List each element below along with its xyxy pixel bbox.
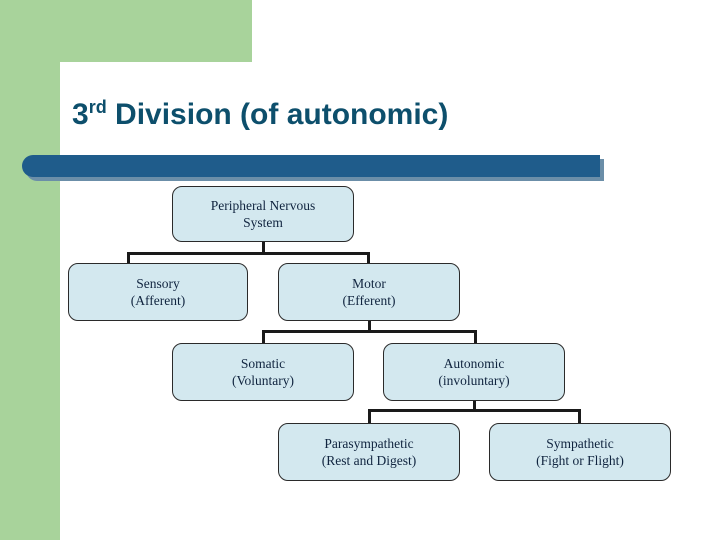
connector-autonomic-stem xyxy=(474,330,477,343)
connector-somatic-stem xyxy=(262,330,265,343)
node-line-1: Peripheral Nervous xyxy=(210,198,316,213)
connector-parasympathetic-stem xyxy=(368,409,371,423)
node-line-2: (Efferent) xyxy=(342,293,396,308)
node-sympathetic[interactable]: Sympathetic (Fight or Flight) xyxy=(489,423,671,481)
green-band-corner-cut xyxy=(60,62,252,78)
node-motor[interactable]: Motor (Efferent) xyxy=(278,263,460,321)
connector-motor-down-stem xyxy=(368,321,371,332)
node-line-2: (Rest and Digest) xyxy=(321,453,417,468)
node-line-1: Somatic xyxy=(240,356,286,371)
left-green-band xyxy=(0,0,60,540)
node-line-2: (Voluntary) xyxy=(232,373,294,388)
node-line-1: Autonomic xyxy=(443,356,505,371)
title-main-text: Division (of autonomic) xyxy=(115,98,449,131)
node-line-2: (Fight or Flight) xyxy=(536,453,624,468)
title-ordinal-number: 3 xyxy=(72,98,89,131)
title-bar xyxy=(22,155,600,177)
node-sensory[interactable]: Sensory (Afferent) xyxy=(68,263,248,321)
page-title: 3rd Division (of autonomic) xyxy=(72,98,672,132)
node-line-1: Sensory xyxy=(136,276,180,291)
node-peripheral-nervous-system[interactable]: Peripheral Nervous System xyxy=(172,186,354,242)
connector-pns-stem xyxy=(262,242,265,254)
connector-autonomic-down-stem xyxy=(473,401,476,411)
node-parasympathetic[interactable]: Parasympathetic (Rest and Digest) xyxy=(278,423,460,481)
connector-pns-horizontal xyxy=(127,252,370,255)
node-line-1: Motor xyxy=(352,276,386,291)
node-line-2: System xyxy=(243,215,283,230)
connector-sympathetic-stem xyxy=(578,409,581,423)
node-line-2: (involuntary) xyxy=(438,373,510,388)
node-line-1: Sympathetic xyxy=(546,436,614,451)
connector-motor-stem xyxy=(367,252,370,264)
top-green-band xyxy=(0,0,252,62)
connector-autonomic-horizontal xyxy=(368,409,581,412)
node-autonomic[interactable]: Autonomic (involuntary) xyxy=(383,343,565,401)
connector-sensory-stem xyxy=(127,252,130,264)
node-line-1: Parasympathetic xyxy=(324,436,414,451)
connector-motor-horizontal xyxy=(262,330,477,333)
node-somatic[interactable]: Somatic (Voluntary) xyxy=(172,343,354,401)
node-line-2: (Afferent) xyxy=(130,293,186,308)
title-ordinal-suffix: rd xyxy=(88,97,107,117)
